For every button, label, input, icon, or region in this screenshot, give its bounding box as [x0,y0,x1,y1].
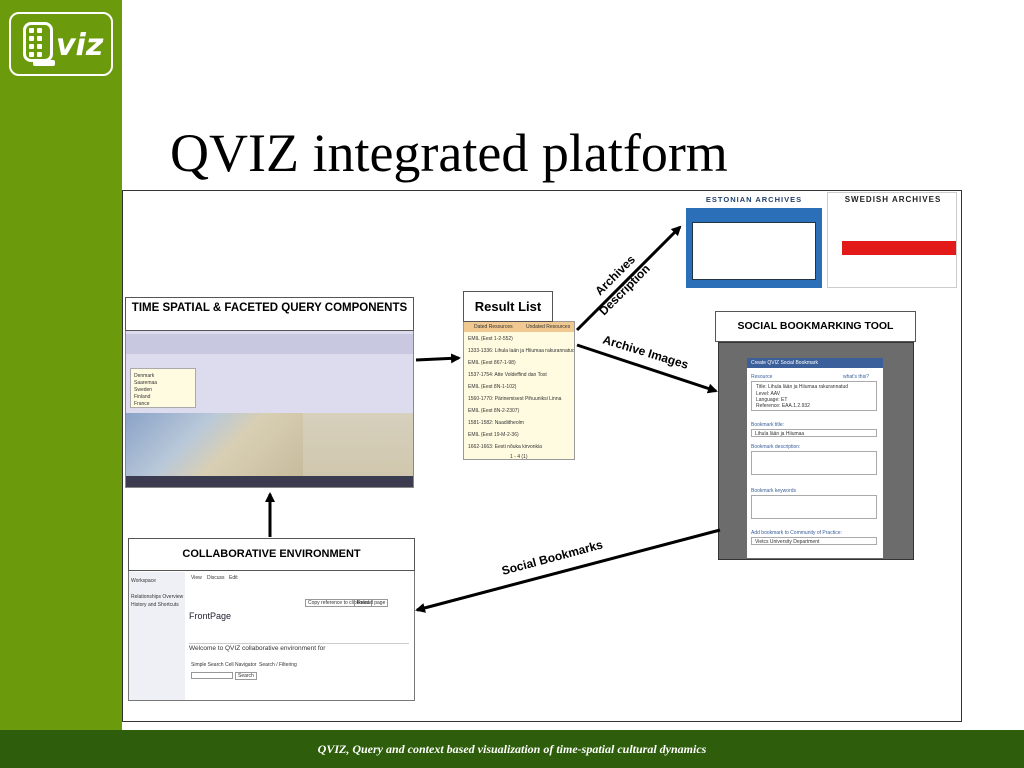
estonian-archives-screenshot: ESTONIAN ARCHIVES [686,192,822,288]
ce-welcome-text: Welcome to QVIZ collaborative environmen… [189,645,326,652]
copy-reference-button[interactable]: Copy reference to clipboard [305,599,373,607]
list-item: 1581-1582: Naadiitheolm [468,420,524,426]
tab-cell-navigator[interactable]: Cell Navigator [225,662,257,668]
rl-tabs: Dated Resources Undated Resources [464,322,574,332]
collaborative-label: COLLABORATIVE ENVIRONMENT [128,538,415,571]
tab-edit[interactable]: Edit [229,575,238,581]
ts-toolbar [126,334,413,354]
result-list-screenshot: Dated Resources Undated Resources EMIL (… [463,321,575,460]
arrow-label-social-bookmarks: Social Bookmarks [500,537,604,578]
social-bookmarking-label: SOCIAL BOOKMARKING TOOL [715,311,916,342]
ce-page-title: FrontPage [189,611,232,621]
list-item: Saaremaa [134,380,158,386]
list-item: 1333-1336: Lihula laän ja Hiiumaa rakura… [468,348,575,354]
tab-search-filtering[interactable]: Search / Filtering [259,662,297,668]
whats-this-link[interactable]: what's this? [843,374,869,380]
bookmark-description-label: Bookmark description: [751,444,801,450]
community-label: Add bookmark to Community of Practice: [751,530,842,536]
list-item: Denmark [134,373,155,379]
list-item: EMIL (Eest 867-1-98) [468,360,516,366]
slide-title: QVIZ integrated platform [170,123,728,183]
ts-timeline-bar [126,476,413,487]
bookmark-description-field[interactable] [751,451,877,475]
sidebar-item[interactable]: History and Shortcuts [131,602,179,608]
sidebar-item[interactable]: Relationships Overview [131,594,184,600]
resource-language: Language: ET [756,397,788,403]
list-item: EMIL (Eest 1-2-552) [468,336,513,342]
resource-reference: Reference: EAA.1.2.932 [756,403,810,409]
community-select[interactable]: Vietcs University Department [751,537,877,545]
arrow-query-to-results [415,353,461,364]
logo-text: viz [56,28,104,63]
list-item: 1662-1663: Eesti nõuka kirvonkia [468,444,542,450]
list-item: Sweden [134,387,153,393]
list-item: 1560-1770: Pärinemisest Pihuuniksi Linna [468,396,562,402]
list-item: EMIL (Eest 19-M-2-36) [468,432,519,438]
tab-discuss[interactable]: Discuss [207,575,225,581]
list-item: EMIL (Eest 8N-1-102) [468,384,517,390]
sidebar: viz [0,0,122,730]
arrow-results-to-bookmarking [576,343,718,394]
reload-page-button[interactable]: Reload page [354,599,389,607]
resource-heading: Resource [751,374,773,380]
tab-dated: Dated Resources [474,324,513,330]
bookmark-title-label: Bookmark title: [751,422,785,428]
tab-undated: Undated Resources [526,324,571,330]
bookmark-keywords-field[interactable] [751,495,877,519]
arrow-bookmarking-to-collab [415,528,721,613]
bookmark-keywords-label: Bookmark keywords [751,488,797,494]
ce-search-input[interactable] [191,672,233,679]
sidebar-item[interactable]: Workspace [131,578,156,584]
list-item: Finland [134,394,151,400]
bookmark-dialog-title: Create QVIZ Social Bookmark [751,360,818,366]
ce-search-button[interactable]: Search [235,672,257,680]
list-item: France [134,401,150,407]
pager: 1 - 4 (1) [510,454,528,460]
tab-view[interactable]: View [191,575,202,581]
bookmark-dialog: Create QVIZ Social Bookmark Resource wha… [747,358,883,558]
tab-simple-search[interactable]: Simple Search [191,662,224,668]
arrow-label-archive-images: Archive Images [601,332,690,371]
list-item: 1537-1754: Atte Voldeffind dan Tost [468,372,547,378]
qviz-logo: viz [9,12,113,76]
bookmark-title-field[interactable]: Lihula lään ja Hiiumaa [751,429,877,437]
ts-facet-list: Denmark Saaremaa Sweden Finland France [130,368,196,408]
bookmark-dialog-header: Create QVIZ Social Bookmark [747,358,883,368]
ts-map-right [303,413,413,487]
ts-map [126,413,303,487]
ce-sidebar: Workspace Relationships Overview History… [129,572,185,700]
swedish-archives-label: SWEDISH ARCHIVES [828,193,956,207]
footer-text: QVIZ, Query and context based visualizat… [317,742,707,756]
time-spatial-label: TIME SPATIAL & FACETED QUERY COMPONENTS [125,297,414,331]
resource-title: Title: Lihula lään ja Hiiumaa rakurannat… [756,384,849,390]
footer-bar: QVIZ, Query and context based visualizat… [0,730,1024,768]
resource-box: Title: Lihula lään ja Hiiumaa rakurannat… [751,381,877,411]
swedish-archives-highlight [842,241,956,255]
estonian-archives-window [692,222,816,280]
social-bookmarking-screenshot: Create QVIZ Social Bookmark Resource wha… [718,342,914,560]
list-item: EMIL (Eest 8N-2-2307) [468,408,520,414]
result-list-label: Result List [463,291,553,322]
estonian-archives-label: ESTONIAN ARCHIVES [686,192,822,208]
resource-level: Level: AAV [756,391,781,397]
swedish-archives-screenshot: SWEDISH ARCHIVES [827,192,957,288]
arrow-results-to-archives [575,225,682,332]
